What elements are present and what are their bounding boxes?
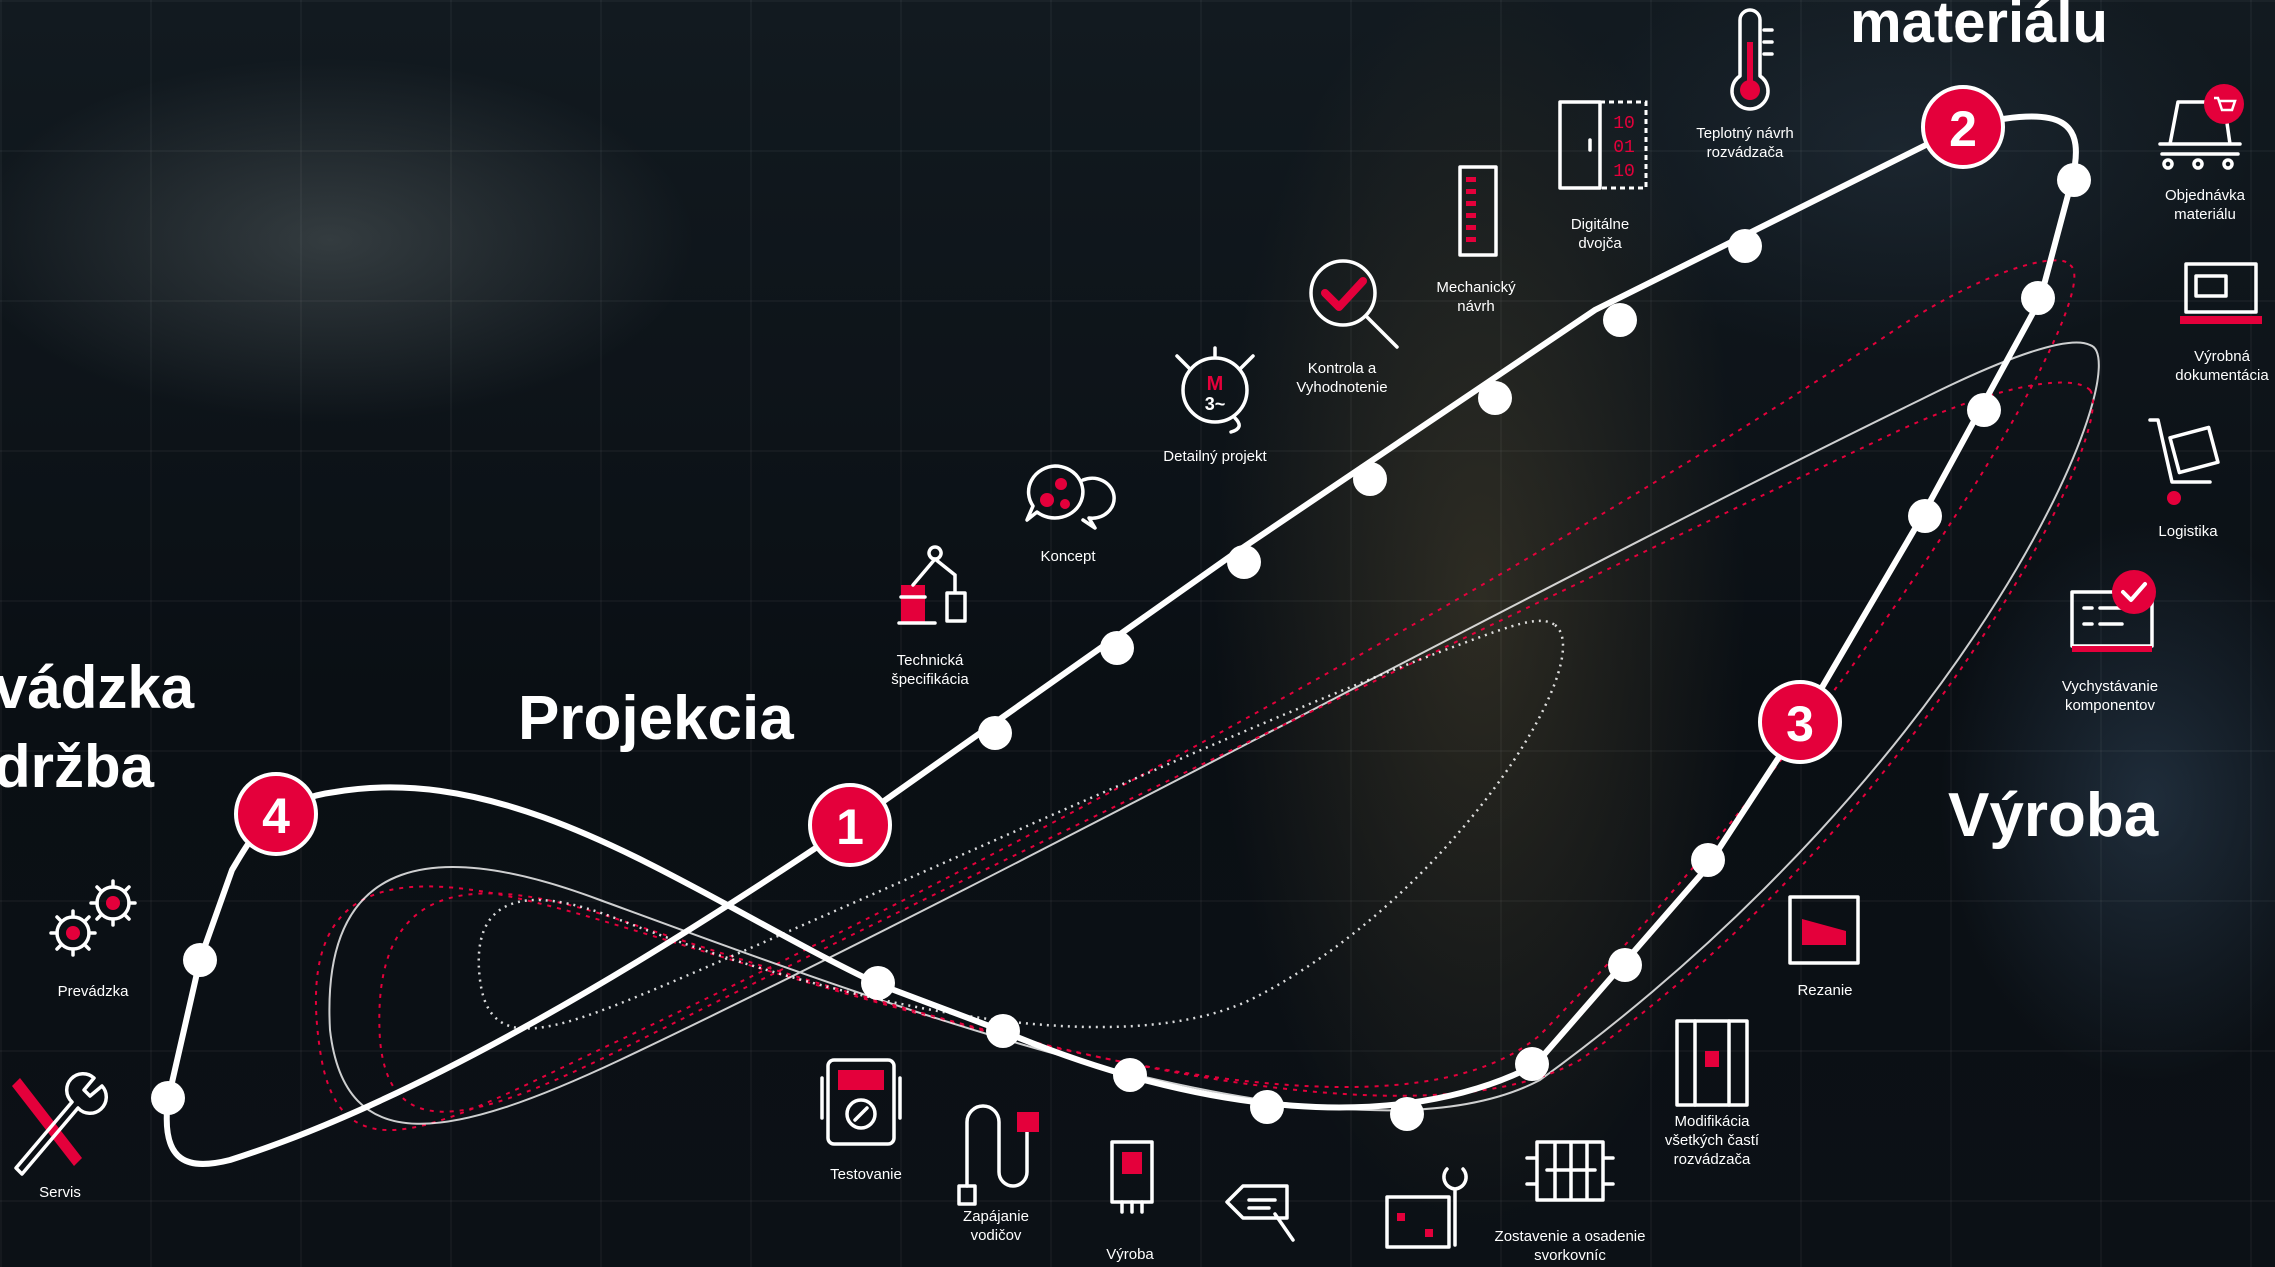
cart-icon xyxy=(2158,84,2244,170)
waypoint-dot xyxy=(1100,631,1134,665)
step-number-2: 2 xyxy=(1949,101,1977,157)
waypoint-dot xyxy=(1250,1090,1284,1124)
label-modification: Modifikácia všetkých častí rozvádzača xyxy=(1664,1113,1760,1168)
label-component-picking: Vychystávanie komponentov xyxy=(2061,678,2159,714)
phase-title-material: materiálu xyxy=(1850,0,2108,55)
cabinet-icon xyxy=(1458,165,1498,257)
waypoint-dot xyxy=(151,1081,185,1115)
digital-twin-bit-1: 10 xyxy=(1613,114,1635,134)
waypoint-dot xyxy=(1353,462,1387,496)
waypoint-dot xyxy=(1728,229,1762,263)
waypoint-dots xyxy=(151,163,2091,1131)
waypoint-dot xyxy=(861,966,895,1000)
label-mechanical-design: Mechanický návrh xyxy=(1436,279,1516,315)
robot-arm-icon xyxy=(897,545,967,625)
label-material-order: Objednávka materiálu xyxy=(2164,187,2246,223)
waypoint-dot xyxy=(1603,303,1637,337)
step-marker-2: 2 xyxy=(1921,85,2005,169)
waypoint-dot xyxy=(1113,1058,1147,1092)
label-technical-spec: Technická špecifikácia xyxy=(891,652,969,688)
step-number-1: 1 xyxy=(836,799,864,855)
wrench-board-icon xyxy=(1385,1167,1468,1249)
waypoint-dot xyxy=(1967,393,2001,427)
motor-label-m: M xyxy=(1207,373,1224,395)
tools-icon xyxy=(12,1071,109,1176)
step-number-4: 4 xyxy=(262,788,290,844)
step-marker-1: 1 xyxy=(808,783,892,867)
inner-loop-red-inner xyxy=(378,381,2094,1113)
label-logistics: Logistika xyxy=(2158,523,2218,540)
label-operation: Prevádzka xyxy=(57,983,129,1000)
wire-connection-icon xyxy=(957,1104,1039,1206)
digital-twin-bit-2: 01 xyxy=(1613,138,1635,158)
terminal-block-icon xyxy=(1525,1140,1615,1202)
multimeter-icon xyxy=(820,1058,902,1146)
laptop-icon xyxy=(2180,262,2262,324)
label-production-docs: Výrobná dokumentácia xyxy=(2175,348,2269,384)
hand-truck-icon xyxy=(2148,418,2220,505)
label-detailed-project: Detailný projekt xyxy=(1163,448,1267,465)
magnifier-check-icon xyxy=(1309,259,1399,349)
waypoint-dot xyxy=(1478,381,1512,415)
label-cutting: Rezanie xyxy=(1797,982,1853,999)
waypoint-dot xyxy=(1390,1097,1424,1131)
label-terminal-assembly: Zostavenie a osadenie svorkovníc xyxy=(1494,1228,1646,1264)
waypoint-dot xyxy=(978,716,1012,750)
waypoint-dot xyxy=(1227,545,1261,579)
cutting-icon xyxy=(1788,895,1860,965)
step-number-3: 3 xyxy=(1786,696,1814,752)
label-concept: Koncept xyxy=(1040,548,1096,565)
label-digital-twin: Digitálne dvojča xyxy=(1570,216,1630,252)
inner-loop-dotted xyxy=(477,619,1565,1030)
label-testing: Testovanie xyxy=(830,1166,902,1183)
motor-icon: M 3~ xyxy=(1175,346,1255,434)
enclosure-icon xyxy=(1675,1019,1749,1107)
thermometer-icon xyxy=(1730,8,1774,111)
label-production: Výroba xyxy=(1106,1246,1154,1263)
plc-module-icon xyxy=(1110,1140,1154,1214)
phase-title-production: Výroba xyxy=(1948,781,2159,850)
phase-title-design: Projekcia xyxy=(518,684,794,753)
digital-twin-bit-3: 10 xyxy=(1613,162,1635,182)
label-wire-connection: Zapájanie vodičov xyxy=(963,1208,1029,1244)
motor-label-phase: 3~ xyxy=(1205,394,1226,414)
phase-title-operation: vádzka držba xyxy=(0,654,195,801)
waypoint-dot xyxy=(1908,499,1942,533)
waypoint-dot xyxy=(183,943,217,977)
gears-icon xyxy=(49,879,137,957)
waypoint-dot xyxy=(1608,948,1642,982)
label-tag-icon xyxy=(1225,1184,1295,1242)
waypoint-dot xyxy=(986,1014,1020,1048)
concept-gears-icon xyxy=(1025,464,1116,530)
label-service: Servis xyxy=(39,1184,81,1201)
waypoint-dot xyxy=(1691,843,1725,877)
step-marker-4: 4 xyxy=(234,772,318,856)
waypoint-dot xyxy=(2021,281,2055,315)
component-board-check-icon xyxy=(2070,570,2156,652)
digital-twin-icon: 10 01 10 xyxy=(1558,100,1648,190)
label-thermal-design: Teplotný návrh rozvádzača xyxy=(1696,125,1794,161)
label-control: Kontrola a Vyhodnotenie xyxy=(1296,360,1388,396)
step-marker-3: 3 xyxy=(1758,680,1842,764)
waypoint-dot xyxy=(2057,163,2091,197)
inner-loop-white-outer xyxy=(328,341,2100,1125)
waypoint-dot xyxy=(1515,1047,1549,1081)
